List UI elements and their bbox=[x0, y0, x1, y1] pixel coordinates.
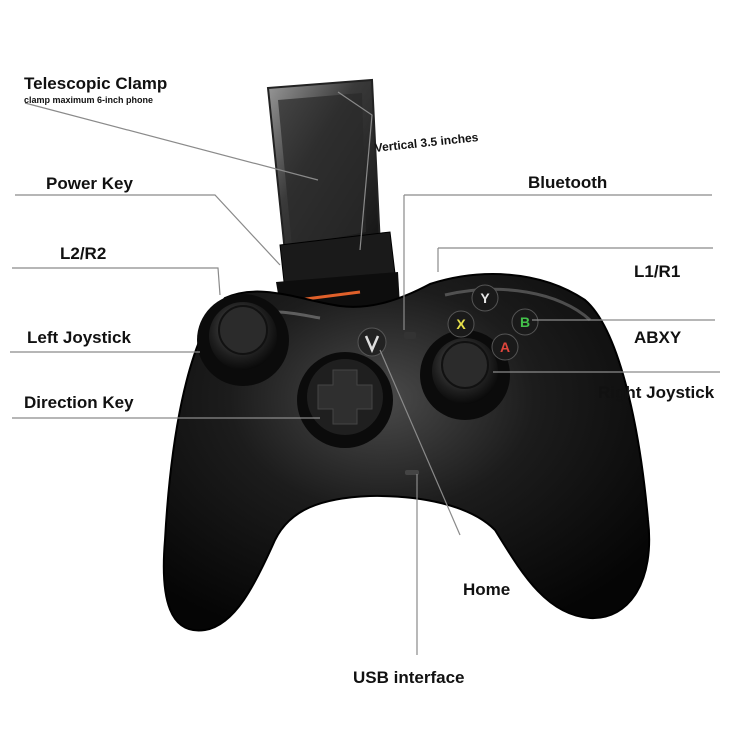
usb-port bbox=[405, 470, 419, 475]
leader-vertical bbox=[337, 91, 373, 251]
label-left-joystick: Left Joystick bbox=[27, 328, 131, 347]
label-abxy: ABXY bbox=[634, 328, 682, 347]
button-a-letter: A bbox=[500, 339, 510, 355]
button-a: A bbox=[491, 333, 519, 361]
button-b: B bbox=[511, 308, 539, 336]
leader-power-key bbox=[15, 194, 281, 266]
telescopic-clamp bbox=[266, 78, 400, 318]
leader-home bbox=[379, 349, 461, 536]
label-l2r2: L2/R2 bbox=[60, 244, 107, 263]
label-l1r1: L1/R1 bbox=[634, 262, 681, 281]
button-y-letter: Y bbox=[480, 290, 490, 306]
button-y: Y bbox=[471, 284, 499, 312]
bluetooth-led bbox=[404, 332, 416, 339]
controller-body bbox=[162, 273, 651, 632]
label-direction-key: Direction Key bbox=[24, 393, 134, 412]
leader-l2r2 bbox=[12, 267, 221, 296]
leader-lines bbox=[10, 91, 720, 655]
label-usb-interface: USB interface bbox=[353, 668, 465, 687]
label-power-key: Power Key bbox=[46, 174, 133, 193]
label-bluetooth: Bluetooth bbox=[528, 173, 608, 192]
label-clamp-note: clamp maximum 6-inch phone bbox=[24, 95, 154, 105]
leader-telescopic-clamp bbox=[24, 102, 319, 181]
home-button bbox=[357, 327, 387, 357]
button-x-letter: X bbox=[456, 316, 466, 332]
button-b-letter: B bbox=[520, 314, 530, 330]
label-home: Home bbox=[463, 580, 511, 599]
left-joystick bbox=[197, 294, 289, 386]
button-x: X bbox=[447, 310, 475, 338]
label-telescopic-clamp: Telescopic Clamp bbox=[24, 74, 168, 93]
label-right-joystick: Right Joystick bbox=[598, 383, 715, 402]
direction-key bbox=[297, 352, 393, 448]
right-joystick bbox=[420, 330, 510, 420]
